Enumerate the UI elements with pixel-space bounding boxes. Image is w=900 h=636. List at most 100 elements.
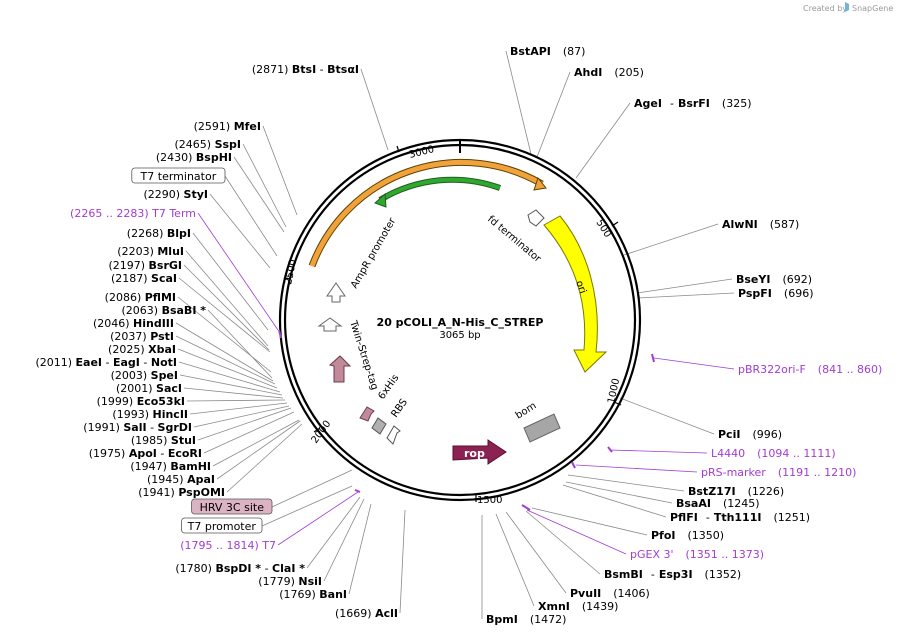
site-pos: (2268) [127, 227, 167, 240]
feature-box-t7-promoter[interactable]: T7 promoter [181, 517, 263, 534]
site-pgex-3[interactable]: pGEX 3'(1351 .. 1373) [630, 548, 764, 561]
site-bstz17i[interactable]: BstZ17I(1226) [688, 485, 784, 498]
site-sep: - [140, 356, 151, 369]
site-btsi[interactable]: (2871) BtsI - BtsαI [252, 63, 359, 76]
site-name: SspI [215, 138, 241, 151]
leader-eaei [178, 361, 281, 393]
leader-bsrgi [183, 264, 270, 351]
site-name: AhdI [574, 66, 602, 79]
leader-spei [179, 374, 283, 396]
site-pbr322ori-f[interactable]: pBR322ori-F(841 .. 860) [738, 363, 882, 376]
site-name-alt2: NotI [151, 356, 177, 369]
leader-bstz17i [567, 474, 685, 492]
site-alwni[interactable]: AlwNI(587) [722, 218, 799, 231]
leader-stui [197, 407, 292, 441]
site-saci[interactable]: (2001) SacI [116, 382, 182, 395]
site-sali[interactable]: (1991) SalI - SgrDI [83, 421, 192, 434]
leader-bsmbi [525, 510, 601, 575]
site-prs-marker[interactable]: pRS-marker(1191 .. 1210) [701, 466, 856, 479]
site-bspdi[interactable]: (1780) BspDI * - ClaI * [175, 562, 305, 575]
site-t7-term[interactable]: (2265 .. 2283) T7 Term [70, 207, 196, 220]
site-name: XbaI [148, 343, 176, 356]
twin-strep-tag-feature [328, 355, 352, 383]
site-sspi[interactable]: (2465) SspI [174, 138, 241, 151]
site-bsrgi[interactable]: (2197) BsrGI [108, 259, 182, 272]
site-bpmi[interactable]: BpmI(1472) [486, 613, 566, 626]
site-acli[interactable]: (1669) AclI [335, 607, 398, 620]
site-spei[interactable]: (2003) SpeI [111, 369, 178, 382]
leader-bspdi [306, 496, 361, 569]
site-pspomi[interactable]: (1941) PspOMI [138, 486, 225, 499]
site-stui[interactable]: (1985) StuI [131, 434, 196, 447]
leader-bsphi [233, 156, 285, 233]
ampr-feature [309, 159, 544, 267]
site-sep: - [706, 511, 710, 524]
site-name: T7 [261, 539, 276, 552]
site-name-alt: EcoRI [168, 447, 202, 460]
site-bstapi[interactable]: BstAPI(87) [510, 45, 585, 58]
site-name: BlpI [167, 227, 191, 240]
site-xbai[interactable]: (2025) XbaI [108, 343, 176, 356]
site-apai[interactable]: (1945) ApaI [147, 473, 215, 486]
leader-alwni [623, 223, 719, 256]
left-site-labels: (2871) BtsI - BtsαI (2591) MfeI (2465) Ssp… [35, 63, 398, 620]
site-agei[interactable]: AgeI-BsrFI(325) [634, 97, 752, 110]
leader-mlui [185, 250, 269, 347]
site-mlui[interactable]: (2203) MluI [117, 245, 184, 258]
leader-blpi [192, 232, 269, 331]
site-pfoi[interactable]: PfoI(1350) [651, 529, 724, 542]
site-pos: (1945) [147, 473, 187, 486]
tick-500 [611, 221, 619, 227]
site-l4440[interactable]: L4440(1094 .. 1111) [711, 447, 836, 460]
site-bsabi[interactable]: (2063) BsaBI * [122, 304, 207, 317]
site-styi[interactable]: (2290) StyI [143, 188, 208, 201]
site-hincii[interactable]: (1993) HincII [112, 408, 188, 421]
site-pcii[interactable]: PciI(996) [718, 428, 782, 441]
site-name: StyI [184, 188, 208, 201]
fd-terminator-shape [527, 209, 545, 227]
site-bamhi[interactable]: (1947) BamHI [130, 460, 211, 473]
site-pflmi[interactable]: (2086) PflMI [105, 291, 176, 304]
right-site-labels: BstAPI(87) AhdI(205) AgeI-BsrFI(325) AlwNI(… [486, 45, 882, 626]
site-mfei[interactable]: (2591) MfeI [194, 120, 261, 133]
leader-pspomi [226, 423, 303, 493]
site-name: PciI [718, 428, 740, 441]
site-blpi[interactable]: (2268) BlpI [127, 227, 191, 240]
site-pos: (1351 .. 1373) [686, 548, 765, 561]
primer-markers [278, 329, 655, 511]
site-eco53ki[interactable]: (1999) Eco53kI [97, 395, 185, 408]
feature-box-t7-terminator[interactable]: T7 terminator [131, 167, 226, 184]
site-t7[interactable]: (1795 .. 1814) T7 [180, 539, 276, 552]
site-bseyi[interactable]: BseYI(692) [736, 273, 812, 286]
leader-styi [209, 193, 271, 269]
site-pflfi[interactable]: PflFI-Tth111I(1251) [670, 511, 810, 524]
site-name: PspOMI [178, 486, 225, 499]
site-scai[interactable]: (2187) ScaI [111, 272, 177, 285]
site-bani[interactable]: (1769) BanI [279, 588, 347, 601]
site-eaei[interactable]: (2011) EaeI - EagI - NotI [35, 356, 177, 369]
site-name: BsmBI [604, 568, 643, 581]
site-name-alt: Tth111I [714, 511, 762, 524]
site-bsphi[interactable]: (2430) BspHI [156, 151, 232, 164]
feature-box-hrv-3c-site[interactable]: HRV 3C site [191, 498, 273, 515]
site-apoi[interactable]: (1975) ApoI - EcoRI [89, 447, 202, 460]
site-name: Eco53kI [137, 395, 185, 408]
site-pos: (841 .. 860) [818, 363, 883, 376]
site-pos: (1779) [258, 575, 298, 588]
site-pspfi[interactable]: PspFI(696) [738, 287, 814, 300]
site-name: PfoI [651, 529, 676, 542]
ampr-arrowhead [533, 176, 547, 191]
site-xmni[interactable]: XmnI(1439) [538, 600, 618, 613]
site-nsii[interactable]: (1779) NsiI [258, 575, 322, 588]
site-psti[interactable]: (2037) PstI [110, 330, 174, 343]
feature-box-frame [181, 517, 263, 534]
site-bsaai[interactable]: BsaAI(1245) [676, 497, 760, 510]
site-name: BpmI [486, 613, 518, 626]
site-pos: (2046) [93, 317, 133, 330]
site-pvuii[interactable]: PvuII(1406) [570, 587, 650, 600]
rbs-feature [386, 425, 401, 445]
site-ahdi[interactable]: AhdI(205) [574, 66, 644, 79]
site-bsmbi[interactable]: BsmBI-Esp3I(1352) [604, 568, 741, 581]
site-hindiii[interactable]: (2046) HindIII [93, 317, 174, 330]
site-pos: (1406) [613, 587, 650, 600]
